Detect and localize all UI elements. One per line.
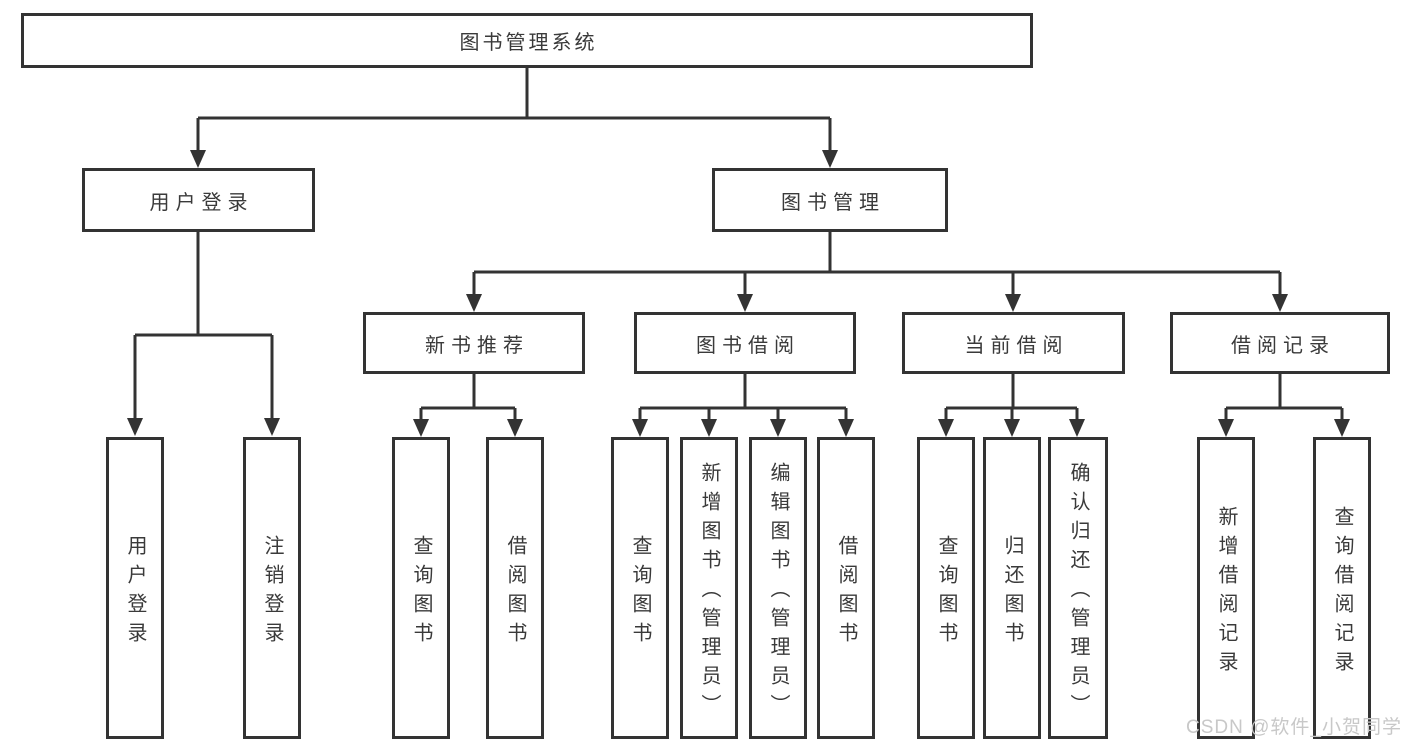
node-current-borrow: 当前借阅 (902, 312, 1125, 374)
node-user-login-label: 用户登录 (149, 191, 254, 214)
node-new-book-recommend: 新书推荐 (363, 312, 585, 374)
leaf-newbook-query-label: 查询图书 (410, 534, 432, 651)
leaf-record-query: 查询借阅记录 (1313, 437, 1371, 739)
leaf-user-login-label: 用户登录 (124, 534, 146, 651)
leaf-borrow-edit: 编辑图书（管理员） (749, 437, 807, 739)
node-book-mgmt: 图书管理 (712, 168, 948, 232)
leaf-newbook-borrow: 借阅图书 (486, 437, 544, 739)
node-book-mgmt-label: 图书管理 (781, 191, 885, 214)
leaf-borrow-borrow: 借阅图书 (817, 437, 875, 739)
leaf-current-return-label: 归还图书 (1001, 534, 1023, 651)
leaf-logout: 注销登录 (243, 437, 301, 739)
node-current-borrow-label: 当前借阅 (964, 334, 1069, 357)
leaf-borrow-query: 查询图书 (611, 437, 669, 739)
leaf-newbook-query: 查询图书 (392, 437, 450, 739)
leaf-current-query: 查询图书 (917, 437, 975, 739)
leaf-borrow-borrow-label: 借阅图书 (835, 534, 857, 651)
node-new-book-recommend-label: 新书推荐 (425, 334, 529, 357)
leaf-record-add: 新增借阅记录 (1197, 437, 1255, 739)
watermark: CSDN @软件_小贺同学 (1186, 717, 1402, 738)
node-root: 图书管理系统 (21, 13, 1033, 68)
leaf-borrow-add: 新增图书（管理员） (680, 437, 738, 739)
leaf-current-return: 归还图书 (983, 437, 1041, 739)
node-book-borrow: 图书借阅 (634, 312, 856, 374)
node-book-borrow-label: 图书借阅 (696, 334, 800, 357)
leaf-user-login: 用户登录 (106, 437, 164, 739)
leaf-record-query-label: 查询借阅记录 (1331, 505, 1353, 680)
leaf-current-query-label: 查询图书 (935, 534, 957, 651)
leaf-borrow-edit-label: 编辑图书（管理员） (767, 462, 789, 723)
leaf-current-confirm-label: 确认归还（管理员） (1067, 462, 1089, 723)
leaf-newbook-borrow-label: 借阅图书 (504, 534, 526, 651)
leaf-current-confirm: 确认归还（管理员） (1048, 437, 1108, 739)
node-borrow-record-label: 借阅记录 (1231, 334, 1335, 357)
node-user-login: 用户登录 (82, 168, 315, 232)
leaf-borrow-query-label: 查询图书 (629, 534, 651, 651)
leaf-record-add-label: 新增借阅记录 (1215, 505, 1237, 680)
node-borrow-record: 借阅记录 (1170, 312, 1390, 374)
leaf-borrow-add-label: 新增图书（管理员） (698, 462, 720, 723)
node-root-label: 图书管理系统 (459, 32, 598, 54)
leaf-logout-label: 注销登录 (261, 534, 283, 651)
